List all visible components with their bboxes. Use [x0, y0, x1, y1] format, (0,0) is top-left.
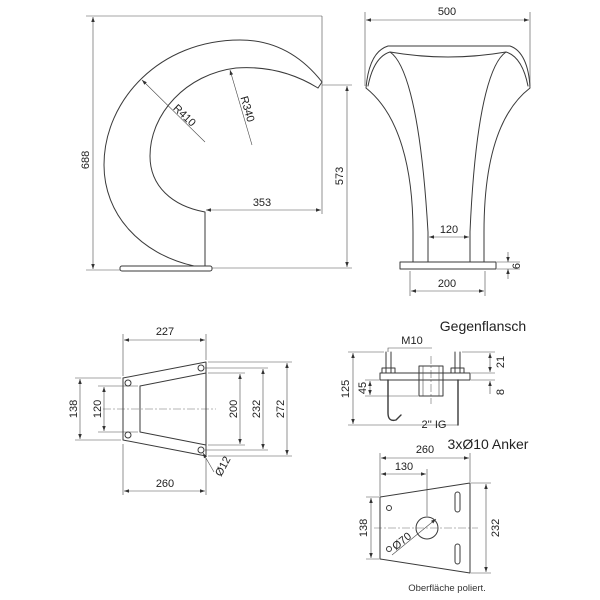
- dimension-232-label: 232: [251, 400, 263, 418]
- dimension-272-label: 272: [275, 400, 287, 418]
- mounting-hole: [124, 431, 132, 439]
- anchor-label: 3xØ10 Anker: [448, 436, 529, 452]
- dimension-500-label: 500: [438, 6, 456, 18]
- dimension-227-label: 227: [156, 326, 174, 338]
- front-outer-contour: [365, 45, 531, 263]
- dimension-573-label: 573: [334, 167, 346, 185]
- anchor-hole: [386, 546, 392, 552]
- stud-left: [385, 351, 392, 374]
- dimension-8-label: 8: [495, 389, 507, 395]
- dimension-6-label: 6: [511, 263, 523, 269]
- dimension-353-label: 353: [253, 197, 271, 209]
- nut-right: [450, 367, 465, 374]
- hole-leader-12: [202, 452, 215, 473]
- dimension-45-label: 45: [357, 382, 369, 394]
- socket-thread-lines: [422, 366, 440, 396]
- counter-flange: Gegenflansch M10 45 125 21 8 2'' I: [340, 318, 529, 574]
- bore-diameter-70-label: Ø70: [390, 530, 414, 552]
- top-extension-lines: [75, 334, 292, 495]
- front-base-plate: [399, 261, 497, 270]
- counter-flange-side-view: M10 45 125 21 8 2'' IG 3xØ10 Anker: [340, 335, 529, 452]
- bore-leader-70: [391, 518, 437, 556]
- dimension-120-label: 120: [92, 400, 104, 418]
- counter-flange-plan-view: 260 130 138 Ø70 232: [358, 444, 502, 574]
- mounting-hole: [124, 379, 132, 387]
- top-view: 227 138 120 200 232 272 Ø12 260: [68, 326, 292, 495]
- thread-m10-label: M10: [401, 335, 422, 347]
- dimension-125-label: 125: [340, 380, 352, 398]
- front-extension-lines: [364, 12, 531, 296]
- flange-plate: [379, 372, 471, 381]
- nut-left: [381, 367, 396, 374]
- radius-r340-label: R340: [237, 95, 256, 124]
- side-view: 688 R410 R340 573 353: [80, 15, 352, 272]
- surface-note: Oberfläche poliert.: [408, 583, 486, 594]
- dimension-688-label: 688: [80, 151, 92, 169]
- center-bore: [415, 516, 439, 540]
- dimension-130-label: 130: [395, 461, 413, 473]
- front-inner-left: [367, 51, 429, 263]
- radius-leader-r410: [141, 79, 206, 143]
- dimension-120-neck-label: 120: [440, 224, 458, 236]
- dimension-21-label: 21: [495, 356, 507, 368]
- side-base-plate: [119, 265, 213, 272]
- radius-leader-r340: [229, 69, 253, 146]
- front-opening-arch: [389, 51, 507, 58]
- dimension-260-plan-label: 260: [416, 444, 434, 456]
- thread-leader: [387, 347, 432, 352]
- counter-flange-plate: [379, 482, 471, 574]
- mounting-hole: [197, 446, 205, 454]
- stud-right: [454, 351, 461, 374]
- hole-diameter-12-label: Ø12: [213, 455, 233, 479]
- flange-extension-lines: [348, 351, 495, 426]
- front-inner-right: [469, 51, 529, 263]
- dimension-232-plan-label: 232: [490, 519, 502, 537]
- radius-r410-label: R410: [170, 102, 197, 129]
- dimension-200-label: 200: [228, 400, 240, 418]
- mounting-slot: [454, 491, 461, 513]
- top-inner-opening: [139, 372, 207, 446]
- threaded-socket: [418, 365, 444, 397]
- dimension-200-base-label: 200: [438, 278, 456, 290]
- anchor-hole: [386, 505, 392, 511]
- side-extension-lines: [86, 15, 352, 271]
- anchor-hook-left: [387, 379, 402, 422]
- plan-extension-lines: [366, 453, 491, 574]
- mounting-slot: [454, 543, 461, 565]
- mounting-hole: [197, 364, 205, 372]
- dimension-138-label: 138: [68, 400, 80, 418]
- socket-thread-size-label: 2'' IG: [422, 419, 447, 431]
- counter-flange-title: Gegenflansch: [440, 318, 526, 334]
- front-view: 500 120 6 200: [364, 6, 531, 296]
- dimension-138-plan-label: 138: [358, 519, 370, 537]
- spout-outer-arc: [103, 39, 323, 267]
- spout-inner-arc: [149, 67, 319, 267]
- dimension-260-label: 260: [156, 478, 174, 490]
- spout-tip: [317, 81, 323, 89]
